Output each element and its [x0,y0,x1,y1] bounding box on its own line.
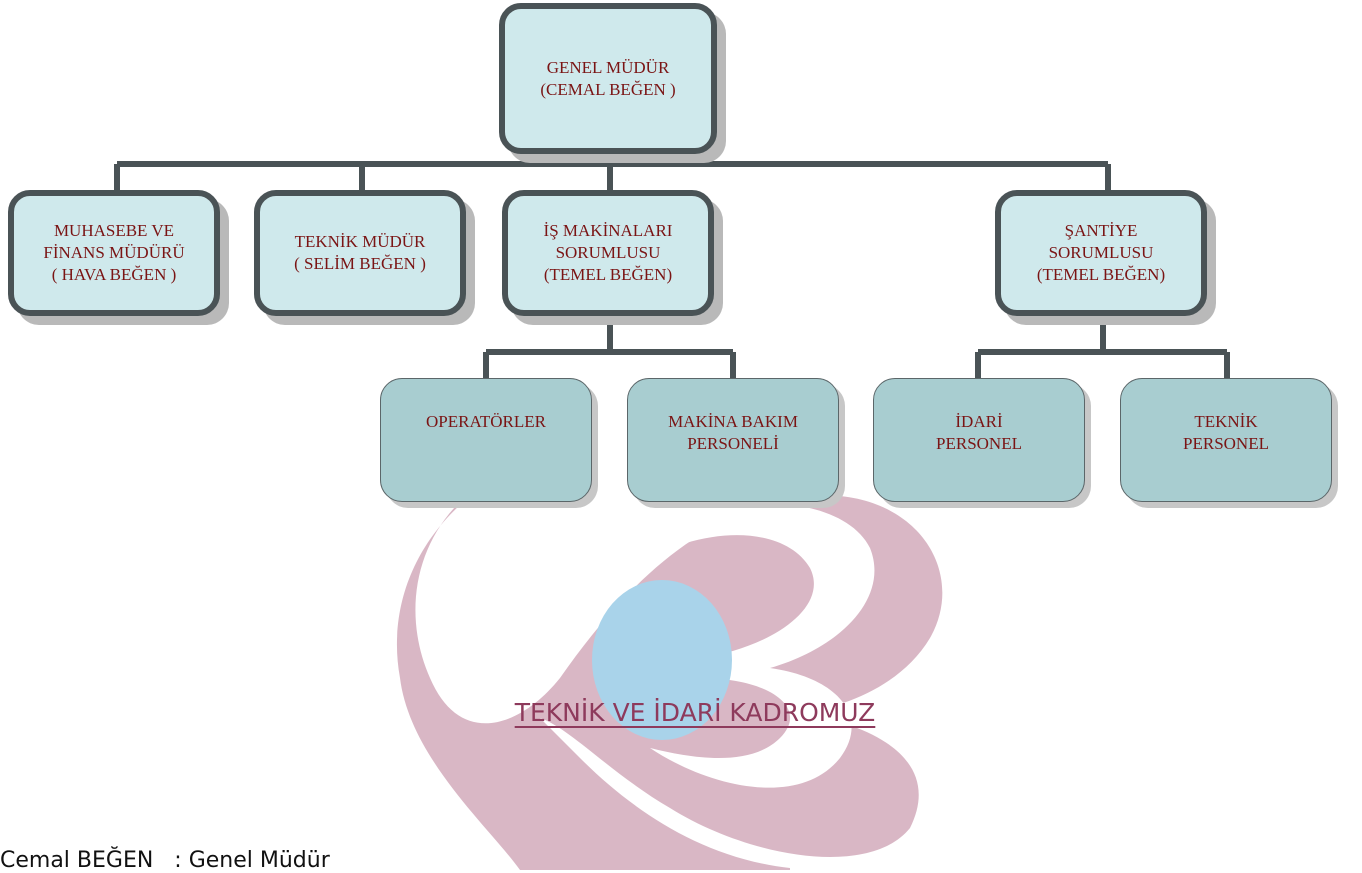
node-line: (CEMAL BEĞEN ) [540,79,676,99]
node-line: SORUMLUSU [1048,243,1154,262]
node-line: (TEMEL BEĞEN) [543,265,673,284]
node-line: FİNANS MÜDÜRÜ [43,243,185,262]
node-technical-staff: TEKNİK PERSONEL [1120,378,1332,502]
node-line: (TEMEL BEĞEN) [1036,265,1166,284]
node-machine-maintenance-staff: MAKİNA BAKIM PERSONELİ [627,378,839,502]
node-line: MAKİNA BAKIM [668,412,798,431]
node-line: GENEL MÜDÜR [546,57,670,77]
node-line: PERSONEL [936,434,1022,453]
node-line: MUHASEBE VE [53,221,175,240]
staff-list-item: Cemal BEĞEN : Genel Müdür [0,848,330,873]
node-line: ( HAVA BEĞEN ) [51,265,177,284]
logo-inner-curve [620,503,875,788]
node-line: ( SELİM BEĞEN ) [294,254,426,273]
node-line: PERSONEL [1183,434,1269,453]
staff-title: Genel Müdür [188,848,330,873]
logo-blue-dot [592,580,732,740]
node-line: TEKNİK MÜDÜR [294,232,426,251]
staff-separator: : [174,848,182,873]
section-heading-link[interactable]: TEKNİK VE İDARİ KADROMUZ [514,698,876,727]
staff-name: Cemal BEĞEN [0,848,154,873]
node-line: PERSONELİ [687,434,779,453]
node-line: ŞANTİYE [1064,221,1138,240]
node-site-supervisor: ŞANTİYE SORUMLUSU (TEMEL BEĞEN) [995,190,1207,316]
node-administrative-staff: İDARİ PERSONEL [873,378,1085,502]
node-accounting-finance-manager: MUHASEBE VE FİNANS MÜDÜRÜ ( HAVA BEĞEN ) [8,190,220,316]
node-general-manager: GENEL MÜDÜR (CEMAL BEĞEN ) [499,3,717,154]
node-technical-manager: TEKNİK MÜDÜR ( SELİM BEĞEN ) [254,190,466,316]
node-line: İDARİ [955,412,1003,431]
node-line: İŞ MAKİNALARI [543,221,673,240]
node-operators: OPERATÖRLER [380,378,592,502]
node-line: SORUMLUSU [555,243,661,262]
node-line: OPERATÖRLER [426,412,546,431]
node-line: TEKNİK [1194,412,1258,431]
company-logo-watermark [396,448,943,870]
node-machinery-supervisor: İŞ MAKİNALARI SORUMLUSU (TEMEL BEĞEN) [502,190,714,316]
